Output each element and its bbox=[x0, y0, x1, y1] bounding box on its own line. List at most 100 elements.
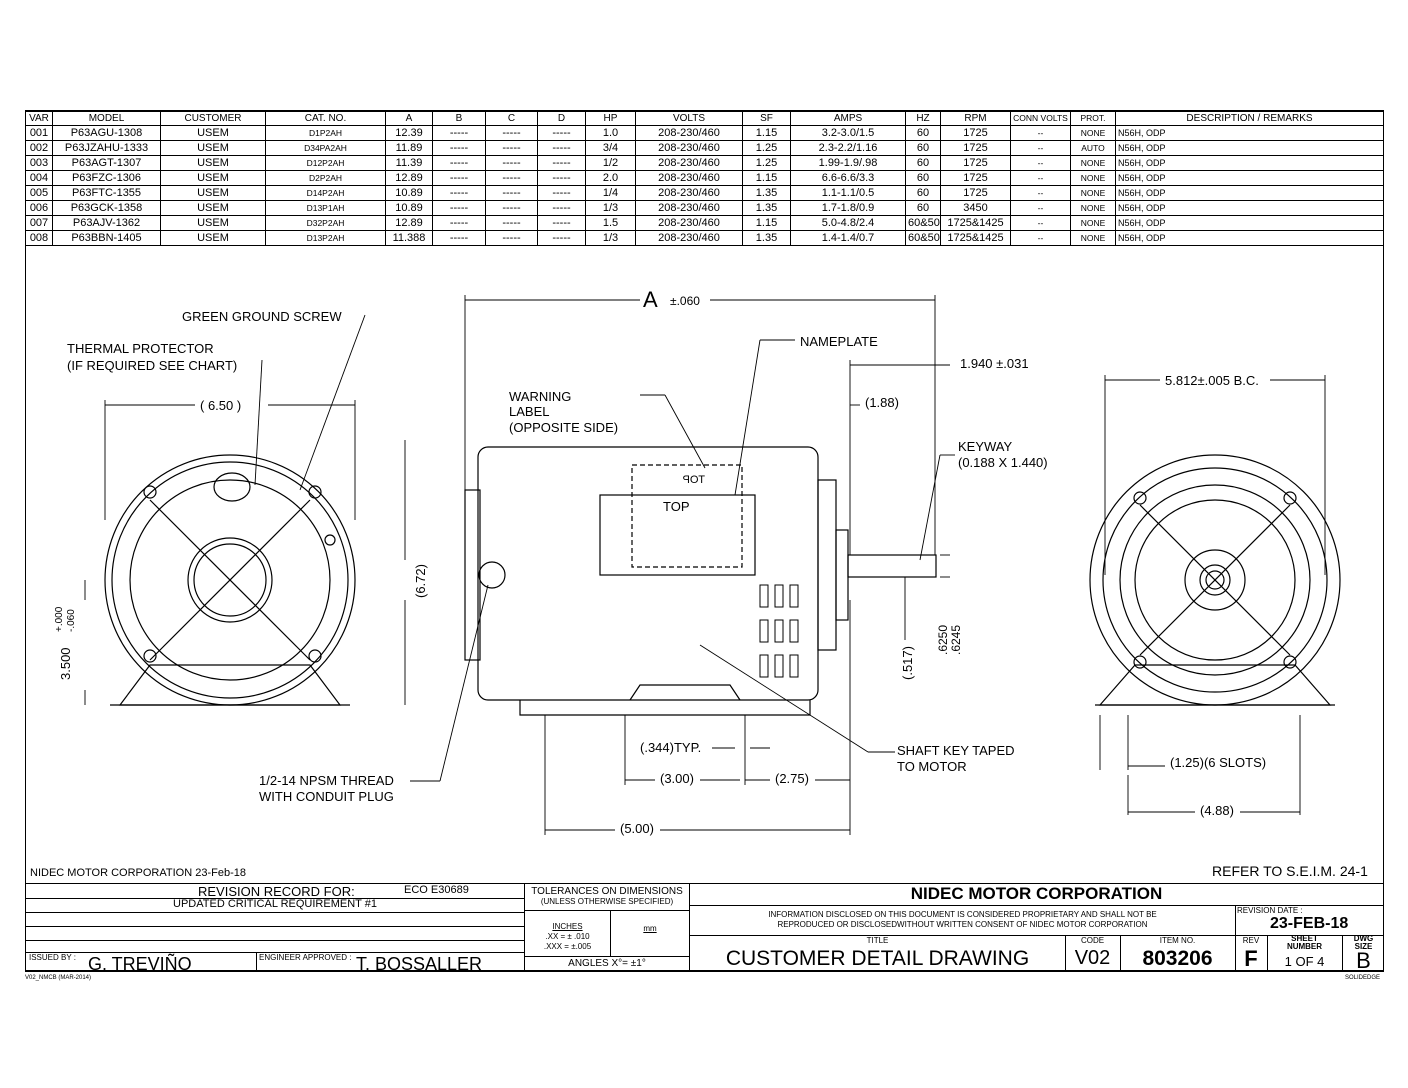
table-cell: 60 bbox=[905, 185, 941, 201]
table-cell: USEM bbox=[160, 200, 266, 216]
table-cell: 1.15 bbox=[742, 215, 791, 231]
dim-0-517: (.517) bbox=[900, 646, 915, 680]
label-green-ground-screw: GREEN GROUND SCREW bbox=[182, 309, 342, 324]
engineer: T. BOSSALLER bbox=[356, 954, 483, 971]
tolerances-title: TOLERANCES ON DIMENSIONS bbox=[531, 886, 683, 897]
revision-date: 23-FEB-18 bbox=[1270, 915, 1349, 932]
table-cell: ----- bbox=[485, 230, 538, 246]
table-cell: 12.39 bbox=[385, 125, 433, 141]
company-block: NIDEC MOTOR CORPORATION INFORMATION DISC… bbox=[689, 883, 1384, 971]
code-label: CODE bbox=[1080, 936, 1105, 945]
dim-6-72: (6.72) bbox=[413, 564, 428, 598]
label-nameplate: NAMEPLATE bbox=[800, 334, 878, 349]
table-cell: ----- bbox=[485, 215, 538, 231]
mm-label: mm bbox=[643, 924, 657, 933]
table-cell: 1.4-1.4/0.7 bbox=[790, 230, 906, 246]
table-cell: D13P2AH bbox=[265, 230, 386, 246]
table-cell: ----- bbox=[485, 185, 538, 201]
item-number: 803206 bbox=[1142, 947, 1213, 970]
dwg-size-label-1: DWG bbox=[1353, 934, 1374, 943]
sheet-label-1: SHEET bbox=[1291, 934, 1318, 943]
dwg-size: B bbox=[1356, 948, 1371, 971]
dim-a: A bbox=[643, 287, 658, 312]
tol-xx: .XX = ± .010 bbox=[545, 932, 590, 941]
table-cell: ----- bbox=[537, 140, 586, 156]
table-cell: 60&50 bbox=[905, 230, 941, 246]
table-cell: 11.39 bbox=[385, 155, 433, 171]
label-shaft-key-2: TO MOTOR bbox=[897, 759, 967, 774]
tol-3-500-plus: +.000 bbox=[54, 606, 65, 632]
label-thermal-protector: THERMAL PROTECTOR bbox=[67, 341, 214, 356]
sheet-border bbox=[25, 110, 1384, 972]
table-cell: 1.35 bbox=[742, 230, 791, 246]
form-code: V02_NMCB (MAR-2014) bbox=[25, 975, 92, 981]
issued-by-label: ISSUED BY : bbox=[29, 953, 76, 962]
table-cell: 1725&1425 bbox=[940, 230, 1011, 246]
dim-shaft-dia-2: .6245 bbox=[949, 625, 963, 655]
eco-number: ECO E30689 bbox=[404, 884, 469, 896]
dim-1-88: (1.88) bbox=[865, 395, 899, 410]
label-warning-2: LABEL bbox=[509, 404, 549, 419]
table-cell: 001 bbox=[25, 125, 53, 141]
table-cell: USEM bbox=[160, 155, 266, 171]
dim-4-88: (4.88) bbox=[1200, 803, 1234, 818]
label-keyway: KEYWAY bbox=[958, 439, 1013, 454]
revision-date-label: REVISION DATE : bbox=[1237, 906, 1303, 915]
table-cell: ----- bbox=[485, 155, 538, 171]
label-npsm-2: WITH CONDUIT PLUG bbox=[259, 789, 394, 804]
drawing-title: CUSTOMER DETAIL DRAWING bbox=[725, 947, 1030, 970]
code: V02 bbox=[1074, 947, 1111, 969]
table-cell: ----- bbox=[537, 200, 586, 216]
table-cell: 1725&1425 bbox=[940, 215, 1011, 231]
table-cell: ----- bbox=[432, 125, 486, 141]
table-cell: P63GCK-1358 bbox=[52, 200, 161, 216]
rev-label: REV bbox=[1242, 936, 1260, 945]
company-date: NIDEC MOTOR CORPORATION 23-Feb-18 bbox=[30, 867, 246, 879]
title-label: TITLE bbox=[866, 936, 889, 945]
revision-record-label: REVISION RECORD FOR: bbox=[198, 884, 355, 899]
table-cell: 2.0 bbox=[585, 170, 636, 186]
proprietary-line-2: REPRODUCED OR DISCLOSEDWITHOUT WRITTEN C… bbox=[777, 920, 1148, 929]
label-top: TOP bbox=[663, 499, 690, 514]
table-cell: 208-230/460 bbox=[635, 230, 743, 246]
table-cell: 2.3-2.2/1.16 bbox=[790, 140, 906, 156]
software-label: SOLIDEDGE bbox=[1345, 975, 1381, 981]
revision-note: UPDATED CRITICAL REQUIREMENT #1 bbox=[26, 898, 524, 913]
label-shaft-key-1: SHAFT KEY TAPED bbox=[897, 743, 1015, 758]
tolerances-subtitle: (UNLESS OTHERWISE SPECIFIED) bbox=[540, 897, 674, 906]
table-cell: 1.5 bbox=[585, 215, 636, 231]
refer-note: REFER TO S.E.I.M. 24-1 bbox=[1212, 863, 1368, 879]
dim-0-344: (.344)TYP. bbox=[640, 740, 701, 755]
table-cell: 11.388 bbox=[385, 230, 433, 246]
dim-bolt-circle: 5.812±.005 B.C. bbox=[1165, 373, 1259, 388]
item-label: ITEM NO. bbox=[1159, 936, 1196, 945]
table-cell: 1/3 bbox=[585, 230, 636, 246]
issued-by: G. TREVIÑO bbox=[88, 954, 192, 971]
dim-6-50: ( 6.50 ) bbox=[200, 398, 241, 413]
end-view-left bbox=[104, 454, 356, 706]
dim-shaft-dia-1: .6250 bbox=[936, 625, 950, 655]
tolerances-block: TOLERANCES ON DIMENSIONS (UNLESS OTHERWI… bbox=[524, 883, 690, 971]
table-cell: 1.15 bbox=[742, 170, 791, 186]
label-npsm-1: 1/2-14 NPSM THREAD bbox=[259, 773, 394, 788]
table-cell: N56H, ODP bbox=[1115, 230, 1384, 246]
tol-3-500-minus: -.060 bbox=[66, 609, 77, 632]
table-cell: P63AGT-1307 bbox=[52, 155, 161, 171]
inches-label: INCHES bbox=[552, 922, 583, 931]
label-warning-1: WARNING bbox=[509, 389, 571, 404]
table-cell: 208-230/460 bbox=[635, 125, 743, 141]
table-cell: P63FZC-1306 bbox=[52, 170, 161, 186]
tol-xxx: .XXX = ±.005 bbox=[543, 942, 592, 951]
proprietary-line-1: INFORMATION DISCLOSED ON THIS DOCUMENT I… bbox=[768, 910, 1157, 919]
revision-record: REVISION RECORD FOR: ECO E30689 UPDATED … bbox=[25, 883, 525, 971]
table-cell: ----- bbox=[485, 140, 538, 156]
dim-2-75: (2.75) bbox=[775, 771, 809, 786]
